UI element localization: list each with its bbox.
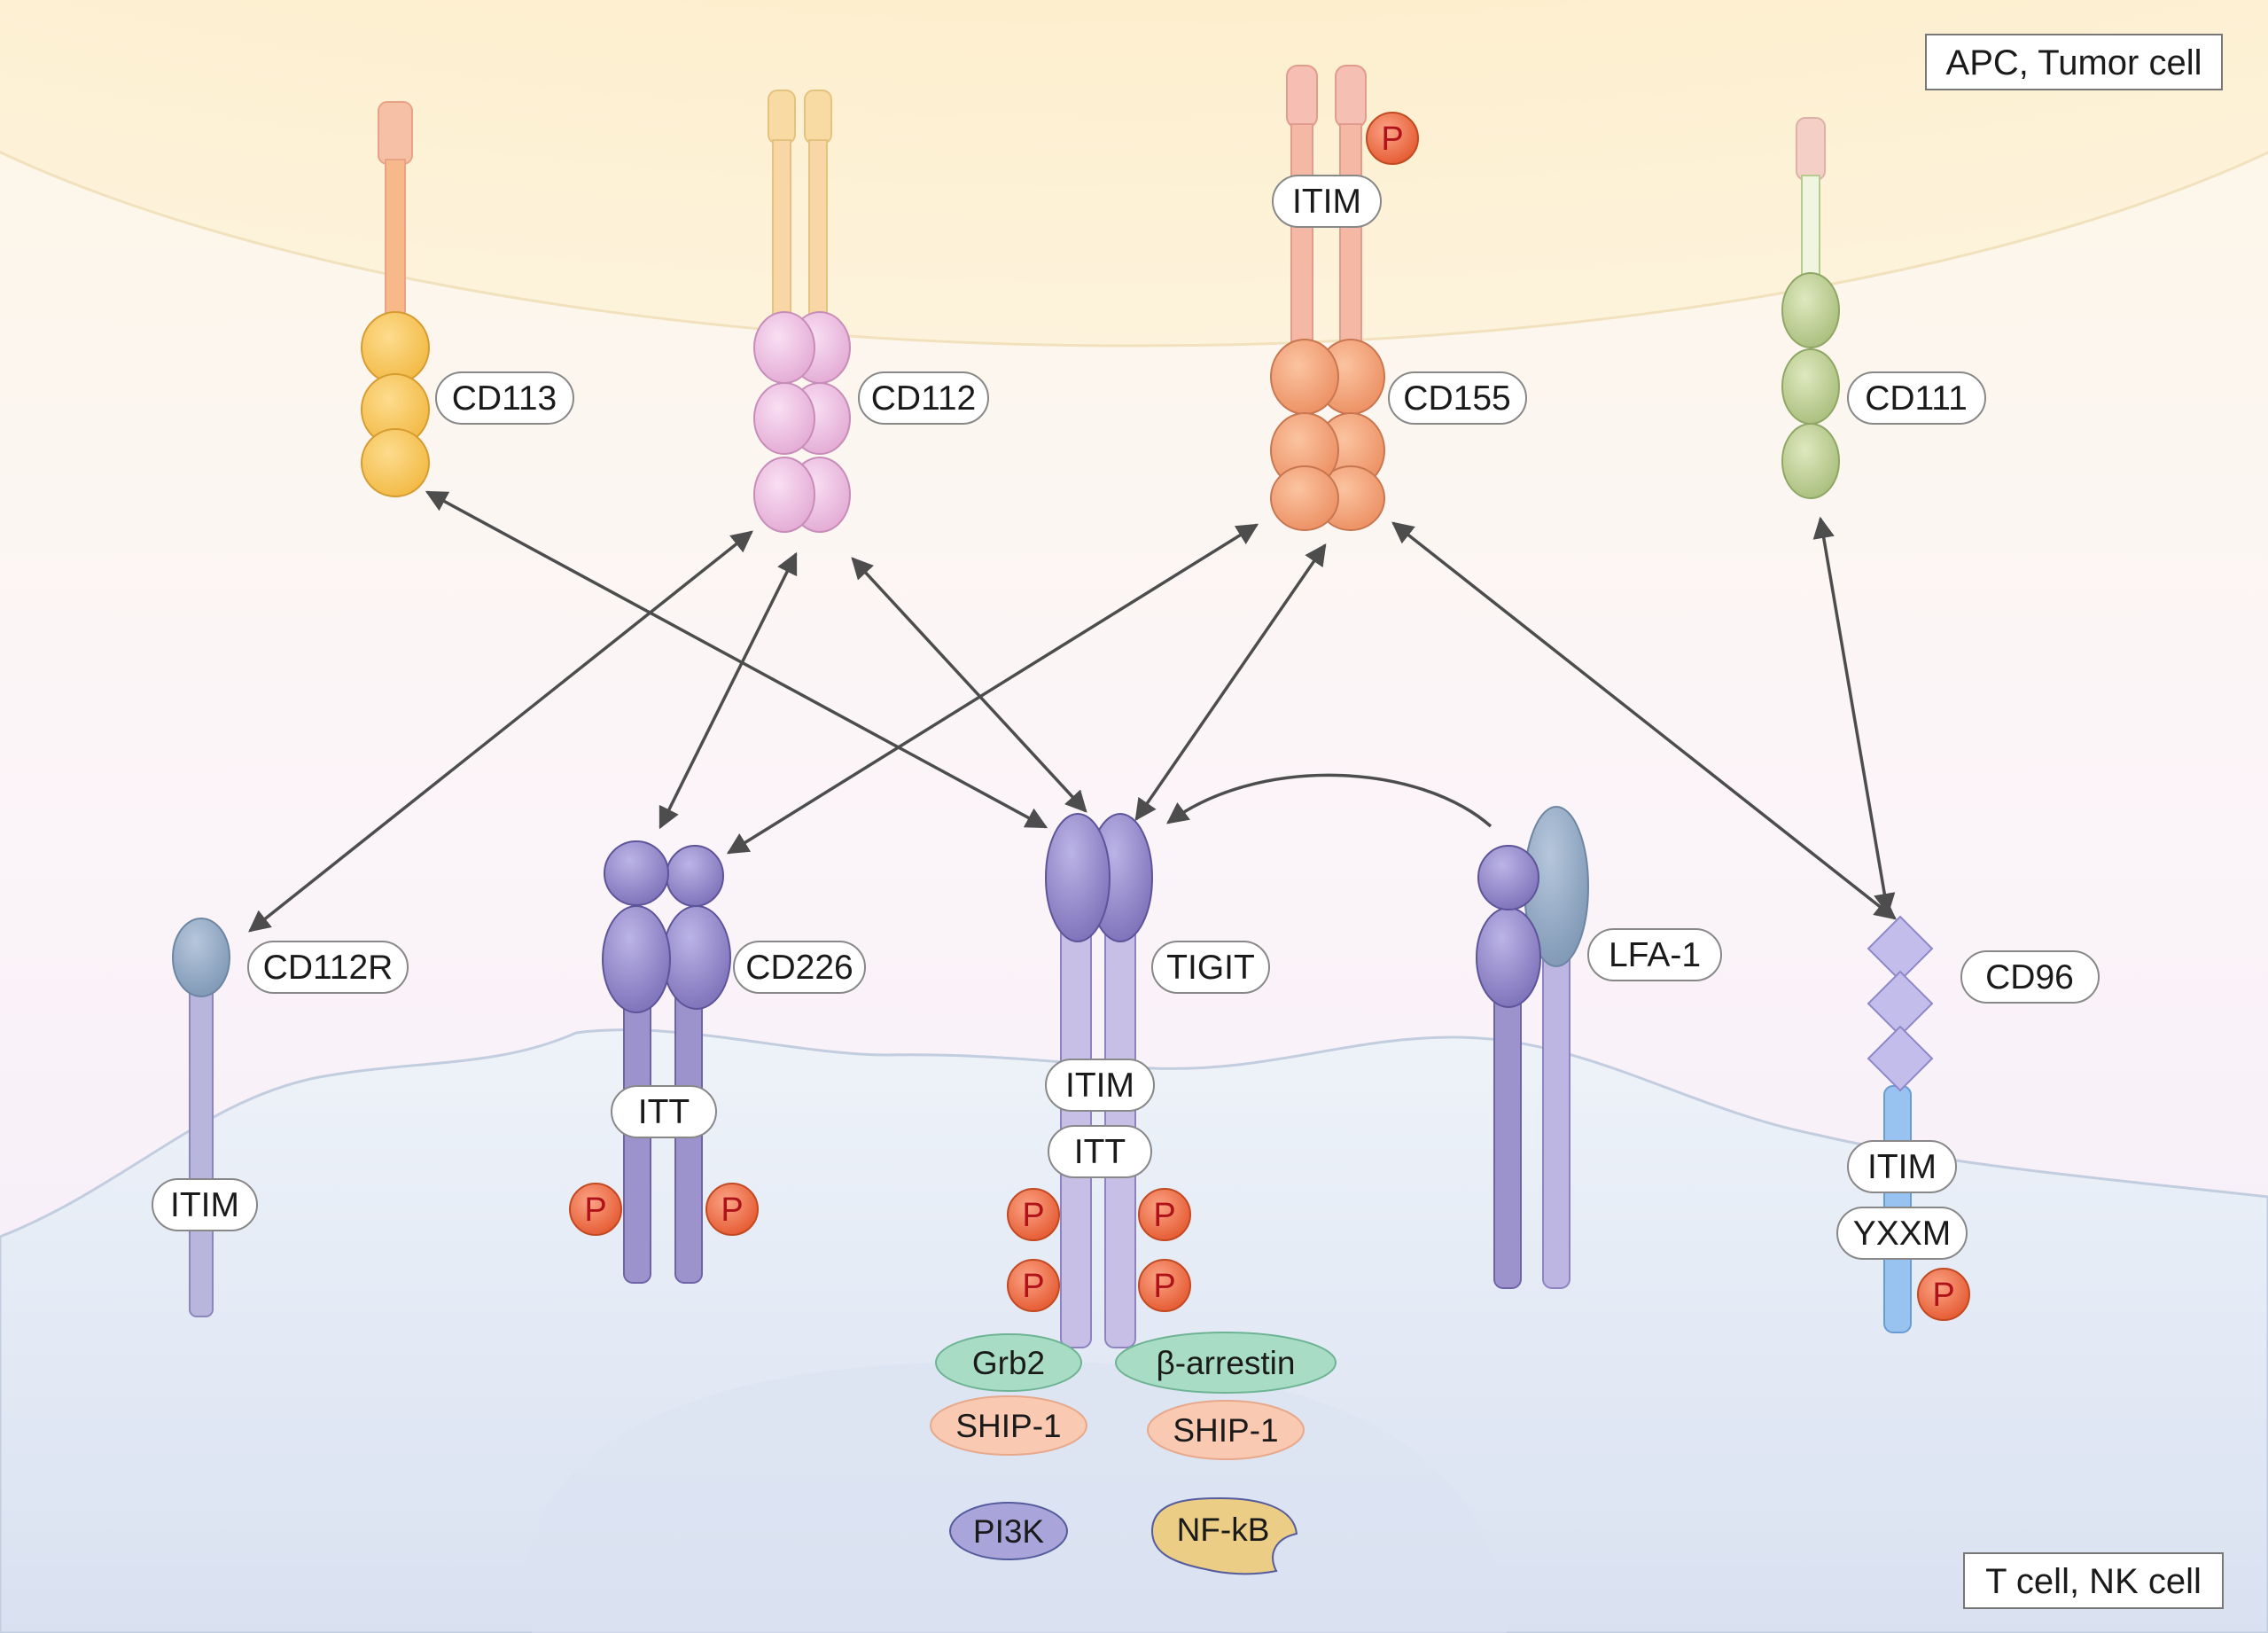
t-nk-cell-label: T cell, NK cell <box>1963 1552 2224 1609</box>
tigit-phospho-left-lower: P <box>1007 1259 1060 1312</box>
tigit-label: TIGIT <box>1151 941 1270 994</box>
svg-text:P: P <box>1153 1197 1175 1234</box>
svg-text:P: P <box>1022 1268 1044 1305</box>
arrow-cd155-cd96 <box>1391 521 1897 920</box>
arrow-cd155-tigit <box>1134 543 1327 822</box>
svg-text:LFA-1: LFA-1 <box>1609 936 1701 974</box>
svg-text:SHIP-1: SHIP-1 <box>955 1408 1061 1444</box>
tigit-phospho-left-upper: P <box>1007 1188 1060 1241</box>
lfa1-receptor <box>1476 806 1589 1289</box>
cd112r-label: CD112R <box>247 941 409 994</box>
svg-text:ITIM: ITIM <box>170 1186 239 1224</box>
cd113-label: CD113 <box>435 371 574 425</box>
apc-tumor-cell-membrane <box>0 0 2268 348</box>
svg-text:P: P <box>1381 121 1403 158</box>
svg-text:ITIM: ITIM <box>1867 1148 1937 1186</box>
svg-text:Grb2: Grb2 <box>972 1345 1045 1381</box>
pi3k-node: PI3K <box>949 1502 1068 1560</box>
tigit-receptor <box>1045 813 1153 1348</box>
cd226-label: CD226 <box>733 941 866 994</box>
cd96-label: CD96 <box>1960 950 2100 1004</box>
ship1-left-node: SHIP-1 <box>930 1395 1087 1456</box>
cd113-ligand <box>361 101 430 497</box>
svg-text:P: P <box>1153 1268 1175 1305</box>
cd112r-itim-label: ITIM <box>152 1178 258 1231</box>
svg-text:PI3K: PI3K <box>973 1513 1045 1550</box>
cd226-phospho-left: P <box>569 1183 622 1236</box>
tigit-phospho-right-upper: P <box>1138 1188 1191 1241</box>
cd111-label: CD111 <box>1847 371 1986 425</box>
cd112-label: CD112 <box>858 371 989 425</box>
cd155-itim-label: ITIM <box>1272 175 1382 228</box>
cd155-phospho-badge: P <box>1366 112 1419 165</box>
svg-text:ITIM: ITIM <box>1065 1067 1134 1105</box>
svg-text:ITT: ITT <box>638 1093 690 1131</box>
svg-text:CD96: CD96 <box>1985 958 2074 996</box>
cd155-label: CD155 <box>1388 371 1527 425</box>
interaction-arrows <box>248 490 1897 933</box>
cd112r-receptor <box>172 918 230 1317</box>
svg-text:CD226: CD226 <box>745 949 853 987</box>
cd155-ligand <box>1270 65 1385 531</box>
svg-text:β-arrestin: β-arrestin <box>1157 1345 1296 1381</box>
beta-arrestin-node: β-arrestin <box>1115 1332 1337 1394</box>
cd111-ligand <box>1781 117 1840 499</box>
arrow-lfa1-tigit <box>1166 773 1493 828</box>
svg-text:P: P <box>584 1192 606 1229</box>
svg-text:ITT: ITT <box>1074 1133 1126 1171</box>
nfkb-node: NF-kB <box>1150 1496 1298 1575</box>
tigit-itt-label: ITT <box>1048 1125 1152 1178</box>
svg-text:CD155: CD155 <box>1403 379 1510 418</box>
svg-text:YXXM: YXXM <box>1853 1215 1952 1253</box>
apc-tumor-cell-label: APC, Tumor cell <box>1925 34 2223 90</box>
tigit-phospho-right-lower: P <box>1138 1259 1191 1312</box>
svg-text:T cell, NK cell: T cell, NK cell <box>1985 1562 2202 1601</box>
cd226-itt-label: ITT <box>611 1085 717 1138</box>
cd96-yxxm-label: YXXM <box>1836 1207 1968 1260</box>
svg-text:APC, Tumor cell: APC, Tumor cell <box>1946 43 2202 82</box>
svg-text:TIGIT: TIGIT <box>1166 949 1255 987</box>
svg-text:CD111: CD111 <box>1865 379 1968 418</box>
svg-text:ITIM: ITIM <box>1292 183 1361 221</box>
svg-text:P: P <box>1022 1197 1044 1234</box>
svg-text:CD112: CD112 <box>871 379 977 418</box>
ship1-right-node: SHIP-1 <box>1147 1400 1305 1460</box>
tigit-itim-label: ITIM <box>1045 1059 1155 1112</box>
cd226-phospho-right: P <box>705 1183 759 1236</box>
arrow-cd111-cd96 <box>1812 516 1896 916</box>
svg-text:P: P <box>1932 1277 1954 1314</box>
svg-text:CD113: CD113 <box>452 379 557 418</box>
cd96-itim-label: ITIM <box>1847 1140 1957 1193</box>
svg-text:CD112R: CD112R <box>263 949 394 987</box>
lfa1-label: LFA-1 <box>1587 928 1722 981</box>
grb2-node: Grb2 <box>935 1333 1082 1392</box>
svg-text:SHIP-1: SHIP-1 <box>1173 1412 1278 1449</box>
cd96-phospho-badge: P <box>1917 1268 1970 1321</box>
svg-text:P: P <box>721 1192 743 1229</box>
svg-text:NF-kB: NF-kB <box>1177 1512 1270 1548</box>
